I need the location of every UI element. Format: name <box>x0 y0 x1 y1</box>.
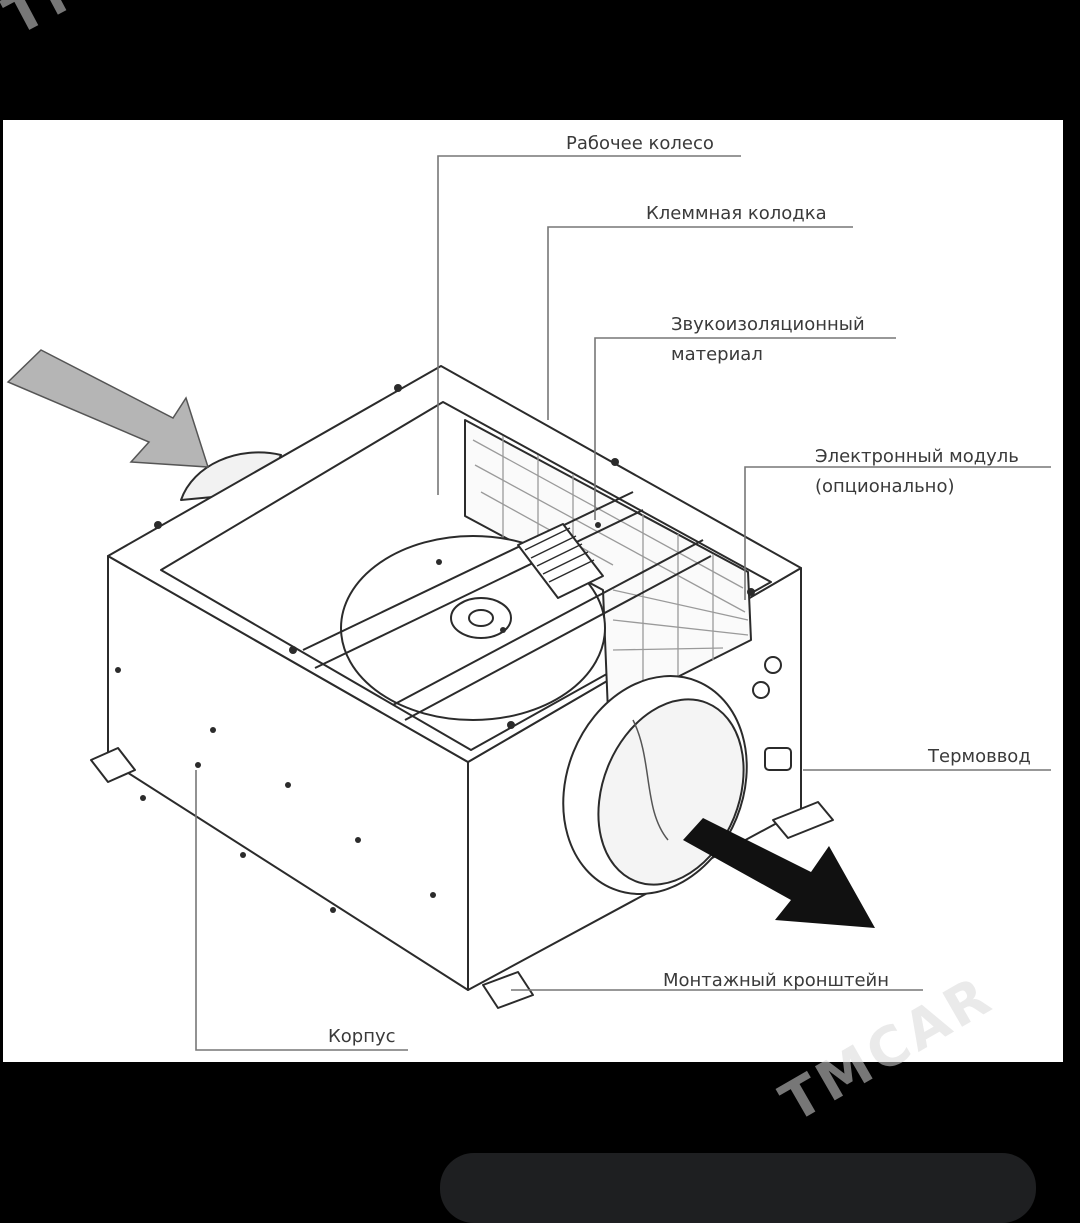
mounting-bracket-left <box>90 747 136 783</box>
mounting-bracket-front <box>482 971 534 1009</box>
rivets <box>115 384 755 913</box>
motor-rail-1 <box>302 491 634 651</box>
electronic-module-knob <box>764 656 782 674</box>
label-mounting-bracket: Монтажный кронштейн <box>663 970 889 991</box>
watermark-top: TMCAR <box>0 0 230 48</box>
label-terminal-block: Клеммная колодка <box>646 203 827 224</box>
inlet-arrow <box>6 349 210 468</box>
label-impeller: Рабочее колесо <box>566 133 714 154</box>
label-sound-insulation-line1: Звукоизоляционный <box>671 314 865 335</box>
motor-rail-2 <box>392 539 704 706</box>
outlet-arrow <box>683 818 875 928</box>
diagram-panel: Рабочее колесо Клеммная колодка Звукоизо… <box>3 120 1063 1062</box>
label-thermostat: Термоввод <box>927 746 1031 767</box>
thermostat-gland <box>764 747 792 771</box>
mounting-bracket-right <box>772 801 834 839</box>
label-electronic-module-line2: (опционально) <box>815 476 954 497</box>
bottom-bar[interactable] <box>440 1153 1036 1223</box>
leader-lines <box>195 155 1051 1051</box>
label-sound-insulation-line2: материал <box>671 344 763 365</box>
label-electronic-module-line1: Электронный модуль <box>815 446 1019 467</box>
label-housing: Корпус <box>328 1026 396 1047</box>
fan-unit-diagram: Рабочее колесо Клеммная колодка Звукоизо… <box>6 133 1051 1051</box>
